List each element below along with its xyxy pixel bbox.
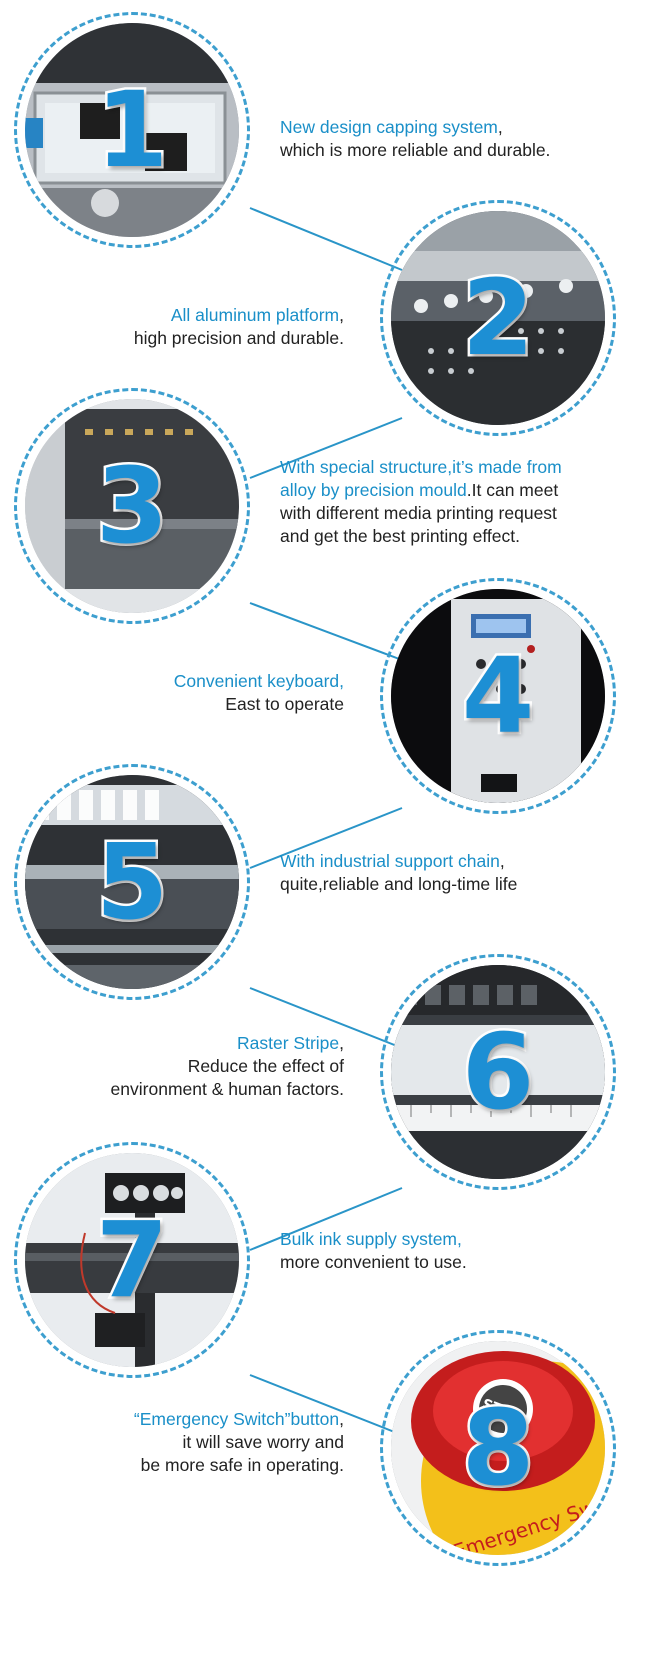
feature-3-photo-frame: 3 bbox=[14, 388, 250, 624]
feature-3-line-2: and get the best printing effect. bbox=[280, 526, 520, 546]
feature-2: 2 All aluminum platform, high precision … bbox=[0, 200, 650, 436]
feature-3-description: With special structure,it’s made from al… bbox=[280, 457, 562, 546]
connector-4-5 bbox=[249, 807, 403, 869]
feature-1-number: 1 bbox=[93, 69, 170, 191]
feature-8-number: 8 bbox=[459, 1387, 536, 1509]
feature-3-highlight: With special structure,it’s made from bbox=[280, 457, 562, 477]
feature-1-description: New design capping system, which is more… bbox=[280, 117, 551, 160]
feature-3: 3 With special structure,it’s made from … bbox=[0, 388, 650, 624]
feature-7-highlight: Bulk ink supply system, bbox=[280, 1229, 462, 1249]
feature-8-description: “Emergency Switch”button, it will save w… bbox=[133, 1409, 344, 1475]
feature-4-number: 4 bbox=[459, 635, 536, 757]
feature-2-line-1: high precision and durable. bbox=[133, 328, 344, 348]
feature-4: 4 Convenient keyboard, East to operate bbox=[0, 578, 650, 814]
feature-2-number: 2 bbox=[459, 257, 536, 379]
feature-5-photo-frame: 5 bbox=[14, 764, 250, 1000]
feature-7-description: Bulk ink supply system, more convenient … bbox=[280, 1228, 467, 1274]
feature-2-photo-frame: 2 bbox=[380, 200, 616, 436]
feature-8-line-1: it will save worry and bbox=[182, 1432, 344, 1452]
feature-4-line-1: East to operate bbox=[225, 694, 344, 714]
feature-4-photo-frame: 4 bbox=[380, 578, 616, 814]
feature-6-photo bbox=[391, 965, 605, 1179]
feature-6-line-1: Reduce the effect of bbox=[187, 1056, 344, 1076]
feature-8: STOP Emergency Switch 8 “Emergency Switc… bbox=[0, 1330, 650, 1566]
feature-8-photo-frame: STOP Emergency Switch 8 bbox=[380, 1330, 616, 1566]
feature-4-photo bbox=[391, 589, 605, 803]
feature-8-line-2: be more safe in operating. bbox=[140, 1455, 344, 1475]
feature-2-highlight: All aluminum platform bbox=[170, 305, 340, 325]
feature-1-photo-frame: 1 bbox=[14, 12, 250, 248]
feature-1-line-1: which is more reliable and durable. bbox=[280, 140, 551, 160]
feature-6-line-2: environment & human factors. bbox=[110, 1079, 344, 1099]
connector-1-2 bbox=[249, 207, 403, 271]
feature-3-photo bbox=[25, 399, 239, 613]
feature-6: 6 Raster Stripe, Reduce the effect of en… bbox=[0, 954, 650, 1190]
feature-5-highlight: With industrial support chain bbox=[280, 851, 500, 871]
feature-7-number: 7 bbox=[93, 1199, 170, 1321]
feature-5-description: With industrial support chain, quite,rel… bbox=[280, 851, 518, 894]
feature-4-highlight: Convenient keyboard, bbox=[173, 671, 344, 691]
feature-6-highlight: Raster Stripe bbox=[237, 1033, 340, 1053]
connector-7-8 bbox=[249, 1374, 403, 1436]
feature-8-highlight: “Emergency Switch”button bbox=[133, 1409, 340, 1429]
feature-5-line-1: quite,reliable and long-time life bbox=[280, 874, 518, 894]
feature-7-line-1: more convenient to use. bbox=[280, 1252, 467, 1272]
feature-1-highlight: New design capping system bbox=[280, 117, 498, 137]
feature-7-photo-frame: 7 bbox=[14, 1142, 250, 1378]
connector-3-4 bbox=[249, 602, 403, 661]
feature-3-line-1: with different media printing request bbox=[280, 503, 557, 523]
feature-5-photo bbox=[25, 775, 239, 989]
feature-4-description: Convenient keyboard, East to operate bbox=[174, 670, 344, 716]
feature-6-photo-frame: 6 bbox=[380, 954, 616, 1190]
feature-3-highlight-2: alloy by precision mould bbox=[280, 480, 467, 500]
feature-7: 7 Bulk ink supply system, more convenien… bbox=[0, 1142, 650, 1378]
feature-1-photo bbox=[25, 23, 239, 237]
connector-5-6 bbox=[249, 987, 403, 1049]
connector-6-7 bbox=[249, 1187, 403, 1251]
feature-7-photo bbox=[25, 1153, 239, 1367]
feature-1: 1 New design capping system, which is mo… bbox=[0, 12, 650, 248]
feature-8-photo: STOP Emergency Switch bbox=[391, 1341, 605, 1555]
feature-6-description: Raster Stripe, Reduce the effect of envi… bbox=[110, 1033, 344, 1099]
feature-5-number: 5 bbox=[93, 821, 170, 943]
feature-5: 5 With industrial support chain, quite,r… bbox=[0, 764, 650, 1000]
connector-2-3 bbox=[249, 417, 403, 479]
feature-3-number: 3 bbox=[93, 445, 170, 567]
feature-6-number: 6 bbox=[459, 1011, 536, 1133]
feature-2-description: All aluminum platform, high precision an… bbox=[133, 305, 344, 348]
